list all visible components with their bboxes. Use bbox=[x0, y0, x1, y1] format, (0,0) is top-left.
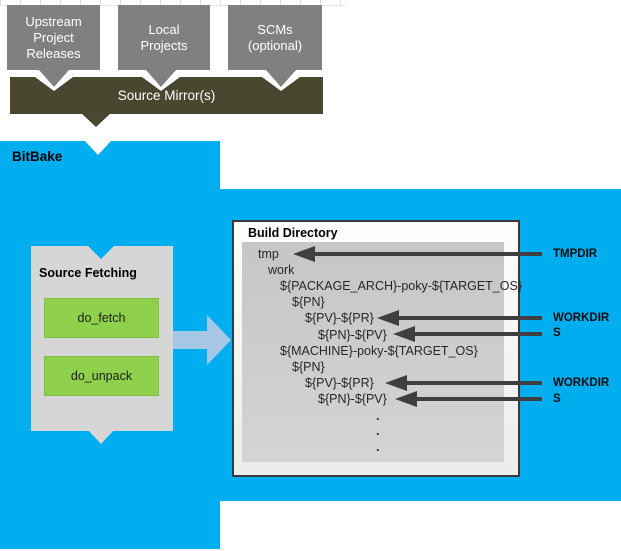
s-arrow-line bbox=[413, 332, 542, 336]
scms-label-line1: SCMs bbox=[257, 21, 293, 37]
tree-node-pv-pr-2: ${PV}-${PR} bbox=[305, 376, 374, 390]
tmpdir-label: TMPDIR bbox=[553, 248, 598, 260]
upstream-releases-label-line2: Project bbox=[33, 29, 74, 45]
mirror-tail-icon bbox=[81, 113, 111, 127]
s-label: S bbox=[553, 327, 561, 339]
source-fetching-title: Source Fetching bbox=[39, 266, 137, 280]
upstream-releases-label-line3: Releases bbox=[26, 45, 81, 61]
workdir-arrowhead-icon bbox=[377, 310, 399, 326]
s-arrowhead-icon bbox=[393, 326, 415, 342]
tree-node-pn-pv: ${PN}-${PV} bbox=[318, 328, 387, 342]
tree-node-work: work bbox=[268, 263, 295, 277]
do-unpack-label: do_unpack bbox=[70, 369, 133, 383]
flow-arrowhead-icon bbox=[207, 315, 231, 365]
tmpdir-arrowhead-icon bbox=[293, 246, 315, 262]
build-directory-title: Build Directory bbox=[248, 226, 338, 240]
workdir-label-2: WORKDIR bbox=[553, 377, 610, 389]
tree-node-pn-pv-2: ${PN}-${PV} bbox=[318, 392, 387, 406]
directory-tree-area bbox=[242, 242, 504, 462]
local-projects-label-line2: Projects bbox=[140, 37, 188, 53]
workdir-arrow-line-2 bbox=[405, 381, 542, 385]
upstream-releases-box: Upstream Project Releases bbox=[7, 5, 100, 70]
tree-node-pn: ${PN} bbox=[292, 295, 325, 309]
source-fetching-panel bbox=[31, 246, 173, 431]
workdir-arrowhead-icon-2 bbox=[385, 375, 407, 391]
workdir-arrow-line bbox=[397, 316, 542, 320]
tree-node-pn-2: ${PN} bbox=[292, 360, 325, 374]
flow-arrow-icon bbox=[173, 331, 209, 349]
source-mirrors-label: Source Mirror(s) bbox=[117, 88, 216, 103]
bitbake-label: BitBake bbox=[12, 149, 63, 164]
tree-node-tmp: tmp bbox=[258, 247, 279, 261]
do-unpack-task: do_unpack bbox=[44, 356, 159, 396]
ellipsis-dot: . bbox=[376, 423, 380, 438]
ellipsis-dot: . bbox=[376, 408, 380, 423]
s-label-2: S bbox=[553, 393, 561, 405]
s-arrow-line-2 bbox=[415, 397, 542, 401]
s-arrowhead-icon-2 bbox=[395, 391, 417, 407]
do-fetch-task: do_fetch bbox=[44, 298, 159, 338]
do-fetch-label: do_fetch bbox=[77, 311, 126, 325]
tree-node-package-arch: ${PACKAGE_ARCH}-poky-${TARGET_OS} bbox=[280, 279, 522, 293]
upstream-releases-label-line1: Upstream bbox=[25, 13, 82, 29]
scms-label-line2: (optional) bbox=[247, 37, 303, 53]
tree-node-machine: ${MACHINE}-poky-${TARGET_OS} bbox=[280, 344, 478, 358]
tmpdir-arrow-line bbox=[313, 252, 542, 256]
scms-box: SCMs (optional) bbox=[228, 5, 322, 70]
local-projects-box: Local Projects bbox=[118, 5, 210, 70]
workdir-label: WORKDIR bbox=[553, 312, 610, 324]
tree-node-pv-pr: ${PV}-${PR} bbox=[305, 311, 374, 325]
ellipsis-dot: . bbox=[376, 439, 380, 454]
local-projects-label-line1: Local bbox=[148, 21, 180, 37]
